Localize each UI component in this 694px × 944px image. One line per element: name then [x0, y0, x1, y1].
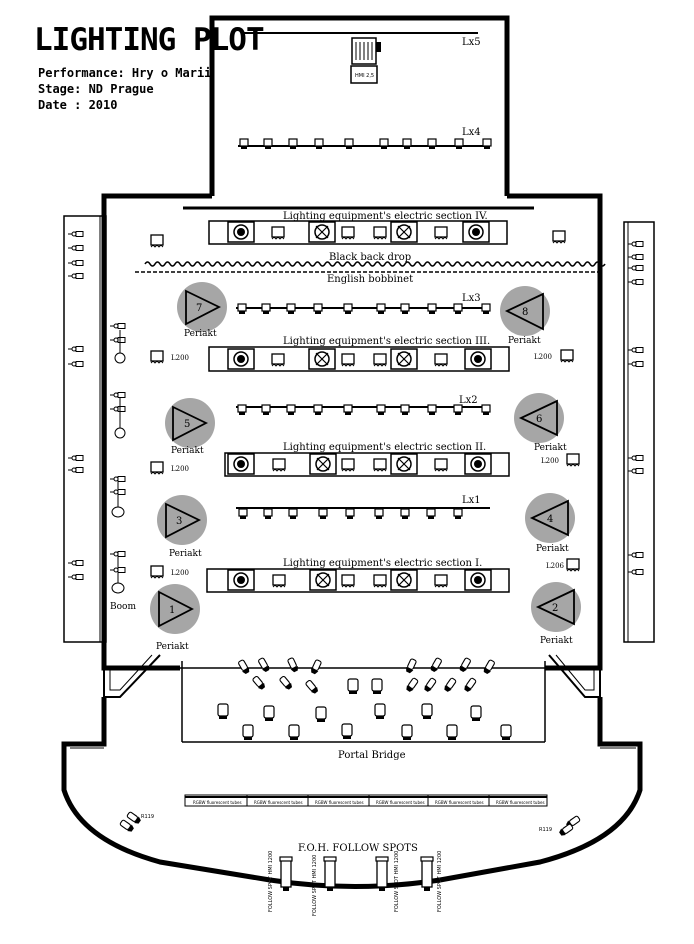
follow-spot-label-1: FOLLOW SPOT HMI 1200	[268, 851, 274, 912]
periakt-4-label: Periakt	[536, 544, 569, 554]
portal-bridge: Portal Bridge	[217, 656, 512, 761]
periakt-4-number: 4	[547, 514, 553, 525]
fluor-label-2: RGBW fluorescent tubes	[254, 800, 303, 805]
periakt-8-label: Periakt	[508, 336, 541, 346]
lx1-label: Lx1	[462, 495, 481, 506]
performance-line: Performance: Hry o Marii	[38, 66, 211, 80]
periakt-1[interactable]: 1 Periakt	[150, 584, 200, 652]
periakt-8[interactable]: 8 Periakt	[500, 286, 550, 346]
follow-spot-labels: FOLLOW SPOT HMI 1200 FOLLOW SPOT HMI 120…	[268, 851, 443, 916]
section-1-label: Lighting equipment's electric section I.	[283, 558, 482, 569]
section-2-label: Lighting equipment's electric section II…	[283, 442, 486, 453]
r119-right-foh: R119	[539, 827, 552, 833]
left-side-gallery	[63, 215, 107, 643]
section-3-label: Lighting equipment's electric section II…	[283, 336, 490, 347]
plot-title: LIGHTING PLOT	[34, 22, 264, 58]
periakt-1-label: Periakt	[156, 642, 189, 652]
lx3-bar: Lx3	[236, 293, 491, 315]
periakt-7-label: Periakt	[184, 329, 217, 339]
lx5-label: Lx5	[462, 37, 481, 48]
l206-right-4: L206	[546, 562, 565, 570]
foh-follow-spots: F.O.H. FOLLOW SPOTS	[279, 843, 434, 892]
periakt-5-number: 5	[184, 419, 190, 430]
stage-line: Stage: ND Prague	[38, 82, 154, 96]
periakt-4[interactable]: 4 Periakt	[525, 493, 575, 554]
fluor-label-5: RGBW fluorescent tubes	[435, 800, 484, 805]
english-bobbinet: English bobbinet	[135, 271, 600, 285]
date-line: Date : 2010	[38, 98, 117, 112]
periakt-2-label: Periakt	[540, 636, 573, 646]
section-4-label: Lighting equipment's electric section IV…	[283, 211, 488, 222]
periakt-8-number: 8	[522, 307, 528, 318]
foh-label: F.O.H. FOLLOW SPOTS	[298, 843, 418, 854]
back-drop-label: Black back drop	[329, 252, 411, 263]
fluor-label-6: RGBW fluorescent tubes	[496, 800, 545, 805]
follow-spot-label-4: FOLLOW SPOT HMI 1200	[437, 851, 443, 912]
follow-spot-label-2: FOLLOW SPOT HMI 1200	[312, 855, 318, 916]
fluor-label-1: RGBW fluorescent tubes	[193, 800, 242, 805]
periakt-5[interactable]: 5 Periakt	[165, 398, 215, 456]
periakt-7-number: 7	[196, 303, 202, 314]
fluor-label-3: RGBW fluorescent tubes	[315, 800, 364, 805]
hmi-label: HMI 2,5	[355, 73, 374, 79]
black-back-drop: Black back drop	[144, 252, 606, 267]
lx2-label: Lx2	[459, 395, 478, 406]
periakt-3[interactable]: 3 Periakt	[157, 495, 207, 559]
lx3-label: Lx3	[462, 293, 481, 304]
periakt-7[interactable]: 7 Periakt	[177, 282, 227, 339]
l200-right-2: L200	[534, 353, 552, 361]
stage-outline	[61, 15, 643, 889]
lx4-bar: Lx4	[238, 127, 492, 150]
electric-section-4: Lighting equipment's electric section IV…	[150, 206, 566, 248]
right-side-gallery	[623, 221, 655, 643]
follow-spot-label-3: FOLLOW SPOT HMI 1200	[394, 851, 400, 912]
lx5-bar: Lx5 HMI 2,5	[244, 32, 481, 84]
periakt-6-number: 6	[536, 414, 542, 425]
periakt-2-number: 2	[552, 603, 558, 614]
periakt-5-label: Periakt	[171, 446, 204, 456]
boom-label: Boom	[110, 602, 136, 612]
periakt-6[interactable]: 6 Periakt	[514, 393, 567, 453]
periakt-3-label: Periakt	[169, 549, 202, 559]
l200-left-2: L200	[171, 465, 189, 473]
lx1-bar: Lx1	[236, 495, 490, 520]
electric-section-3: Lighting equipment's electric section II…	[208, 336, 510, 372]
bobbinet-label: English bobbinet	[327, 274, 413, 285]
periakt-2[interactable]: 2 Periakt	[531, 582, 581, 646]
fluor-label-4: RGBW fluorescent tubes	[376, 800, 425, 805]
electric-section-2: Lighting equipment's electric section II…	[224, 442, 510, 477]
lx2-bar: Lx2	[236, 395, 491, 416]
r119-left-foh: R119	[141, 814, 154, 820]
periakt-6-label: Periakt	[534, 443, 567, 453]
foh-side-units: R119 R119	[118, 810, 582, 838]
portal-bridge-label: Portal Bridge	[338, 750, 406, 761]
l200-right-3: L200	[541, 457, 559, 465]
l200-left-1: L200	[171, 354, 189, 362]
l200-left-3: L200	[171, 569, 189, 577]
left-boom-units: Boom	[109, 323, 136, 612]
electric-section-1: Lighting equipment's electric section I.	[206, 558, 510, 593]
side-l200-units: L200 L200 L200 L200 L200 L206	[150, 349, 580, 579]
rgbw-fluorescent-tubes: RGBW fluorescent tubes RGBW fluorescent …	[184, 794, 548, 807]
periakt-1-number: 1	[169, 605, 175, 616]
lx4-label: Lx4	[462, 127, 481, 138]
periakt-3-number: 3	[176, 516, 182, 527]
